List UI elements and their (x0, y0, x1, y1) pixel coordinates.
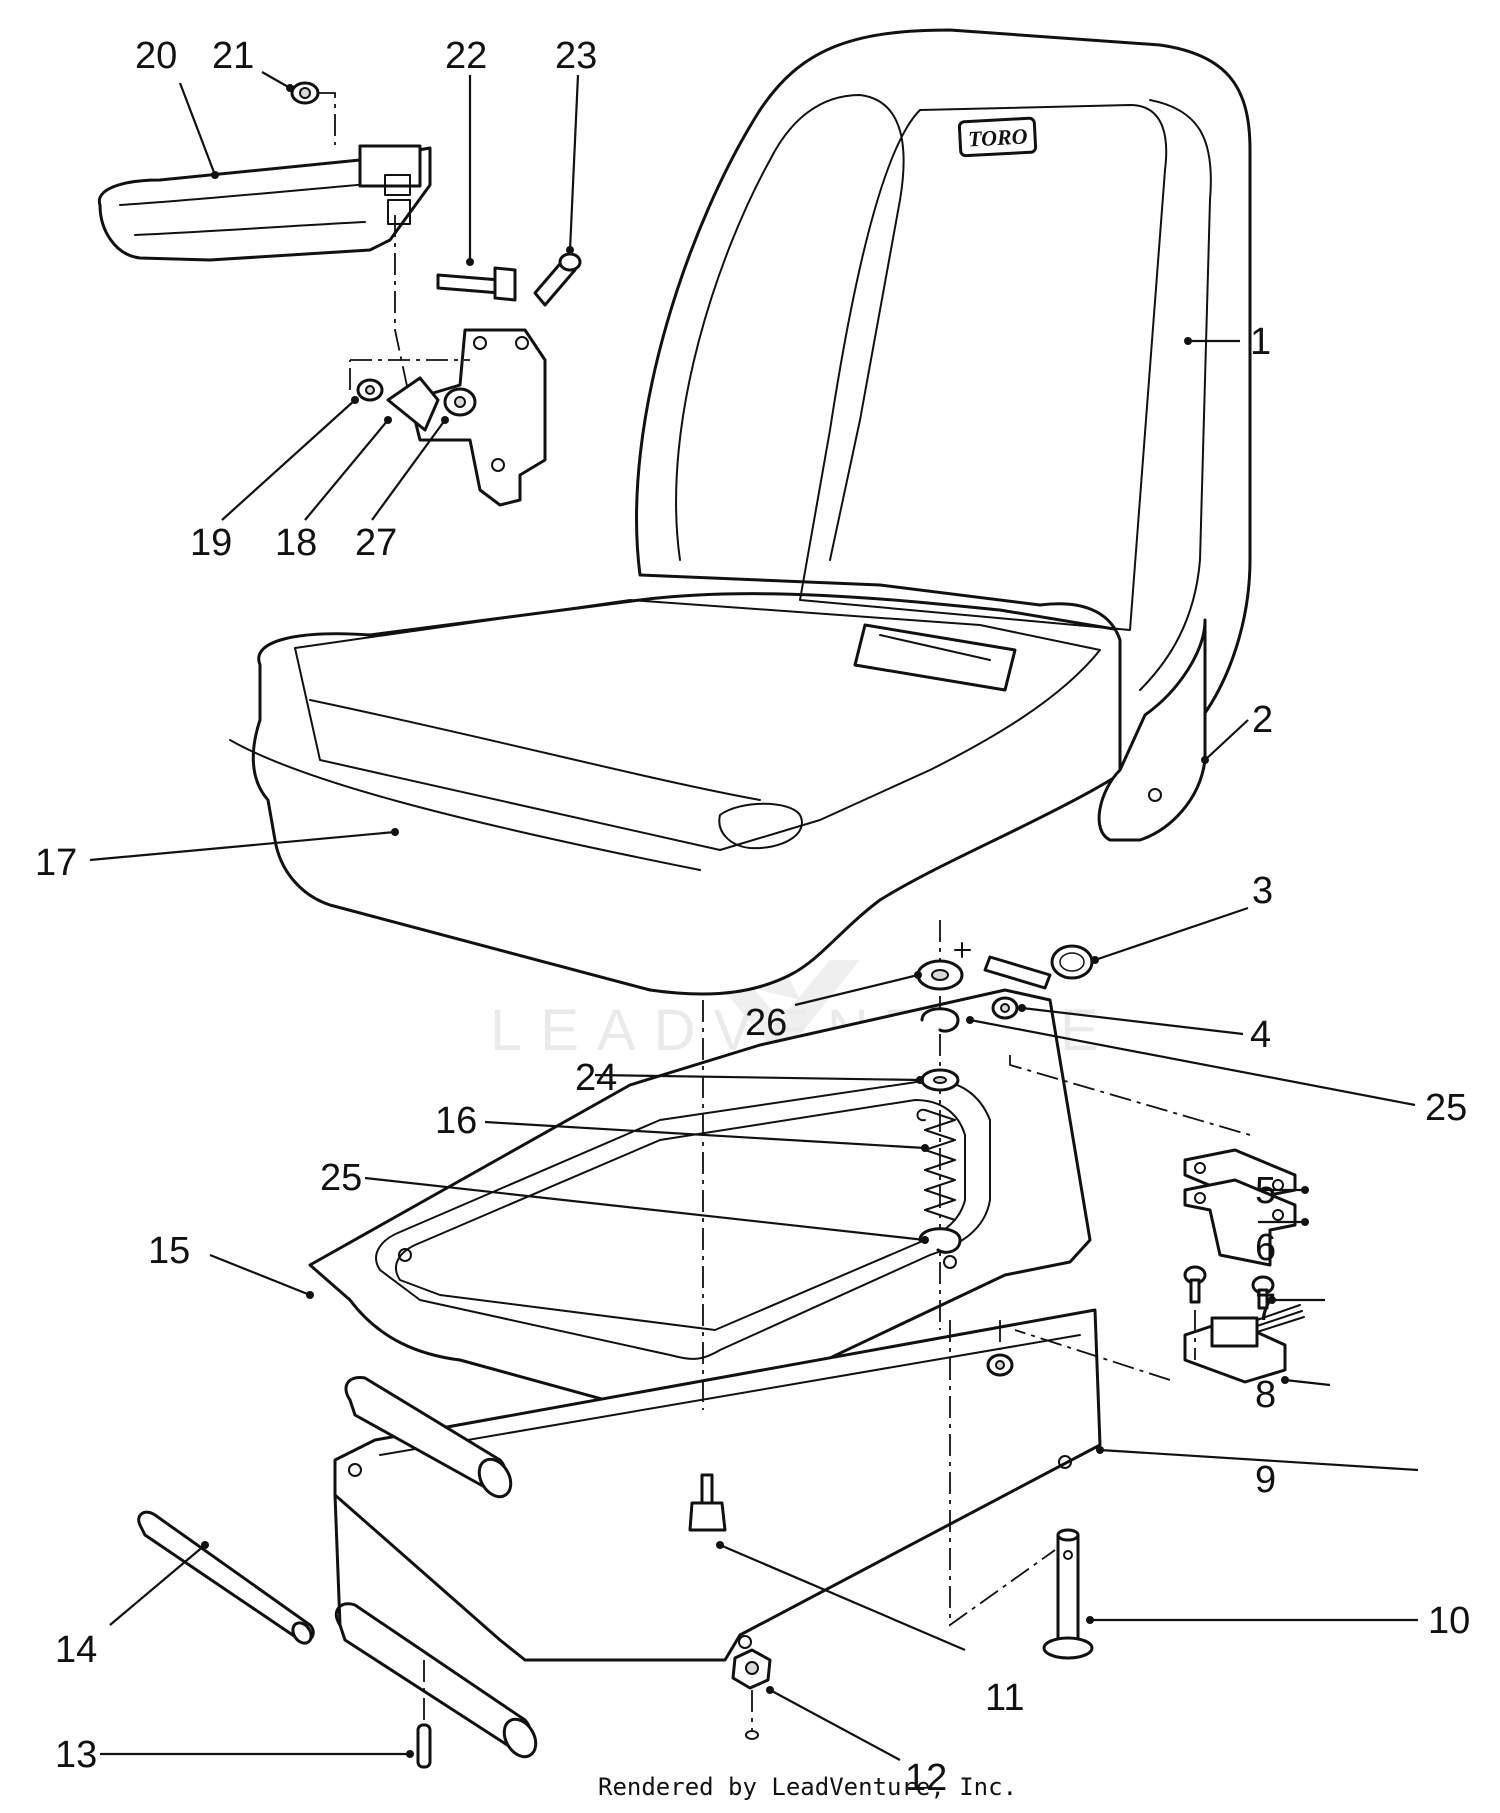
callout-21: 21 (212, 35, 254, 77)
nut-12 (731, 1648, 772, 1740)
screw-23 (533, 252, 582, 307)
rod-14 (137, 1510, 315, 1645)
callout-12: 12 (905, 1757, 947, 1799)
pin-10 (1042, 1528, 1094, 1660)
callout-labels: 1 2 3 4 5 6 7 8 9 10 11 12 13 14 15 16 1… (35, 35, 1470, 1799)
callout-24: 24 (575, 1057, 617, 1099)
callout-25-right: 25 (1425, 1087, 1467, 1129)
bracket-6 (1183, 1178, 1297, 1267)
callout-17: 17 (35, 842, 77, 884)
nut-21 (290, 81, 320, 105)
callout-10: 10 (1428, 1600, 1470, 1642)
screws-7 (1183, 1265, 1275, 1310)
callout-6: 6 (1255, 1227, 1276, 1269)
callout-25-left: 25 (320, 1157, 362, 1199)
callout-4: 4 (1250, 1014, 1271, 1056)
seat-panel (294, 599, 1101, 851)
spring-16 (916, 1108, 956, 1221)
callout-16: 16 (435, 1100, 477, 1142)
nut-11-pan (986, 1353, 1014, 1377)
callout-5: 5 (1255, 1170, 1276, 1212)
switch-8 (1183, 1304, 1305, 1384)
seat-assembly: TORO (229, 28, 1252, 996)
callout-7: 7 (1255, 1287, 1276, 1329)
callout-19: 19 (190, 522, 232, 564)
toro-logo: TORO (957, 116, 1038, 158)
pin-13 (416, 1723, 432, 1769)
bolt-22 (436, 266, 517, 302)
callout-2: 2 (1252, 699, 1273, 741)
nut-4 (991, 996, 1019, 1020)
callout-3: 3 (1252, 870, 1273, 912)
callout-14: 14 (55, 1629, 97, 1671)
retaining-ring-25-lower (918, 1227, 962, 1269)
callout-leaders (89, 71, 1419, 1761)
callout-11: 11 (985, 1677, 1024, 1719)
callout-26: 26 (745, 1002, 787, 1044)
callout-15: 15 (148, 1230, 190, 1272)
bolt-11 (688, 1473, 727, 1532)
washer-26 (916, 959, 964, 991)
seat-side-bracket (1097, 618, 1207, 842)
washer-27 (443, 387, 477, 417)
callout-23: 23 (555, 35, 597, 77)
callout-18: 18 (275, 522, 317, 564)
retaining-ring-25-upper (920, 1007, 960, 1033)
washer-24 (920, 1068, 960, 1092)
seat-base (333, 1308, 1102, 1759)
callout-20: 20 (135, 35, 177, 77)
spacer-19 (356, 378, 384, 402)
callout-1: 1 (1250, 321, 1271, 363)
callout-9: 9 (1255, 1459, 1276, 1501)
seat-cushion (251, 592, 1194, 996)
armrest (97, 144, 432, 262)
pin-3 (954, 942, 1094, 990)
callout-27: 27 (355, 522, 397, 564)
callout-8: 8 (1255, 1374, 1276, 1416)
plate-18 (386, 376, 440, 432)
callout-13: 13 (55, 1734, 97, 1776)
callout-22: 22 (445, 35, 487, 77)
toro-logo-text: TORO (967, 123, 1028, 151)
render-credit: Rendered by LeadVenture, Inc. (598, 1773, 1017, 1801)
seat-slot (853, 623, 1017, 692)
